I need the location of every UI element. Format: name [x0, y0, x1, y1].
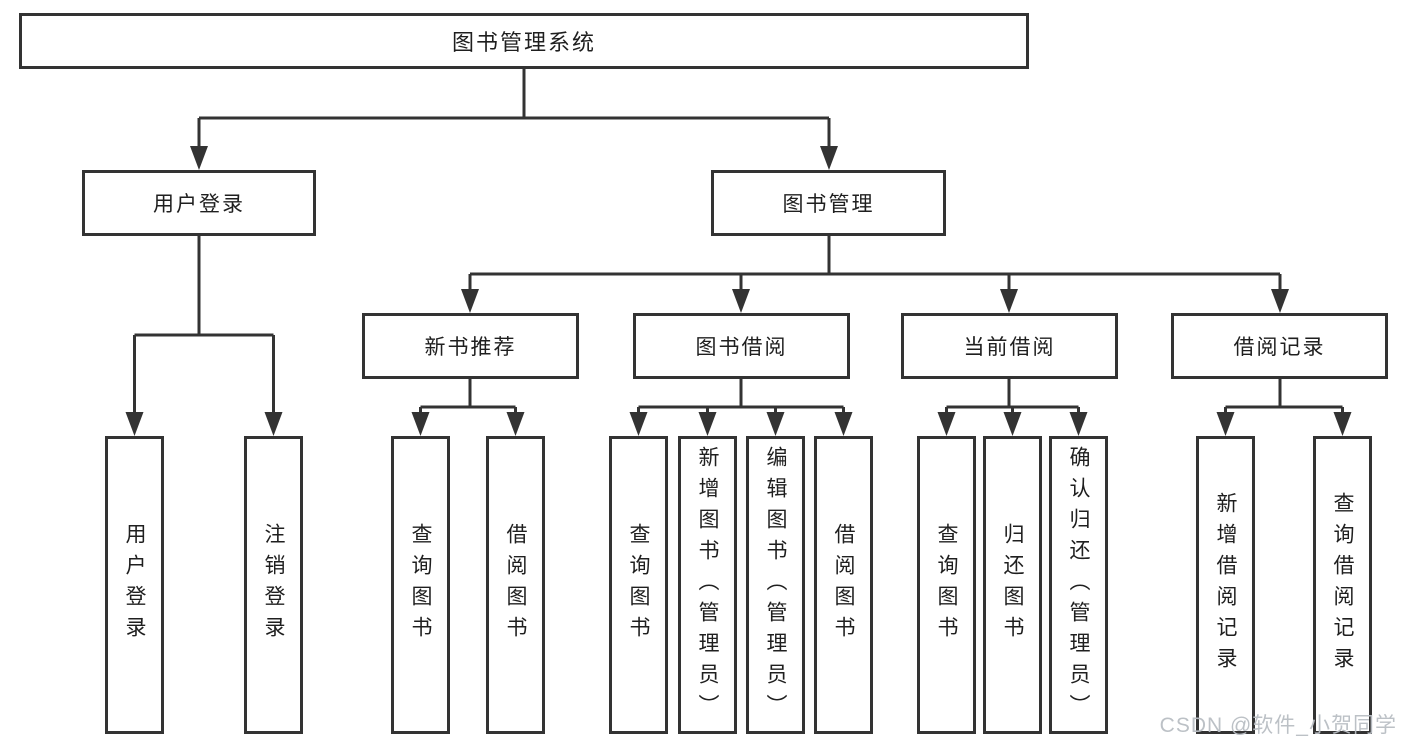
leaf-return-book: 归还图书 [983, 436, 1042, 734]
leaf-user-login: 用户登录 [105, 436, 164, 734]
leaf-query-borrow-record: 查询借阅记录 [1313, 436, 1372, 734]
connector-userlogin-to-leaves [133, 236, 275, 414]
leaf-query-books-current: 查询图书 [917, 436, 976, 734]
arrowheads [125, 146, 1352, 436]
leaf-add-borrow-record: 新增借阅记录 [1196, 436, 1255, 734]
connector-root-to-level2 [197, 69, 831, 149]
connector-borrowrecords-to-leaves [1224, 379, 1344, 414]
leaf-query-books-recommend: 查询图书 [391, 436, 450, 734]
node-book-borrow: 图书借阅 [633, 313, 850, 379]
connector-bookmgmt-to-level3 [468, 236, 1282, 291]
leaf-add-book-admin: 新增图书（管理员） [678, 436, 737, 734]
leaf-logout: 注销登录 [244, 436, 303, 734]
leaf-borrow-books-recommend: 借阅图书 [486, 436, 545, 734]
leaf-query-books-borrow: 查询图书 [609, 436, 668, 734]
leaf-confirm-return-admin: 确认归还（管理员） [1049, 436, 1108, 734]
node-current-borrow: 当前借阅 [901, 313, 1118, 379]
leaf-edit-book-admin: 编辑图书（管理员） [746, 436, 805, 734]
node-user-login: 用户登录 [82, 170, 316, 236]
connector-bookborrow-to-leaves [637, 379, 845, 414]
node-borrow-records: 借阅记录 [1171, 313, 1388, 379]
node-book-management: 图书管理 [711, 170, 946, 236]
csdn-watermark: CSDN @软件_小贺同学 [1159, 714, 1397, 737]
connector-currentborrow-to-leaves [945, 379, 1080, 414]
connector-newbook-to-leaves [419, 379, 517, 414]
node-root-library-system: 图书管理系统 [19, 13, 1029, 69]
leaf-borrow-books: 借阅图书 [814, 436, 873, 734]
node-new-book-recommend: 新书推荐 [362, 313, 579, 379]
